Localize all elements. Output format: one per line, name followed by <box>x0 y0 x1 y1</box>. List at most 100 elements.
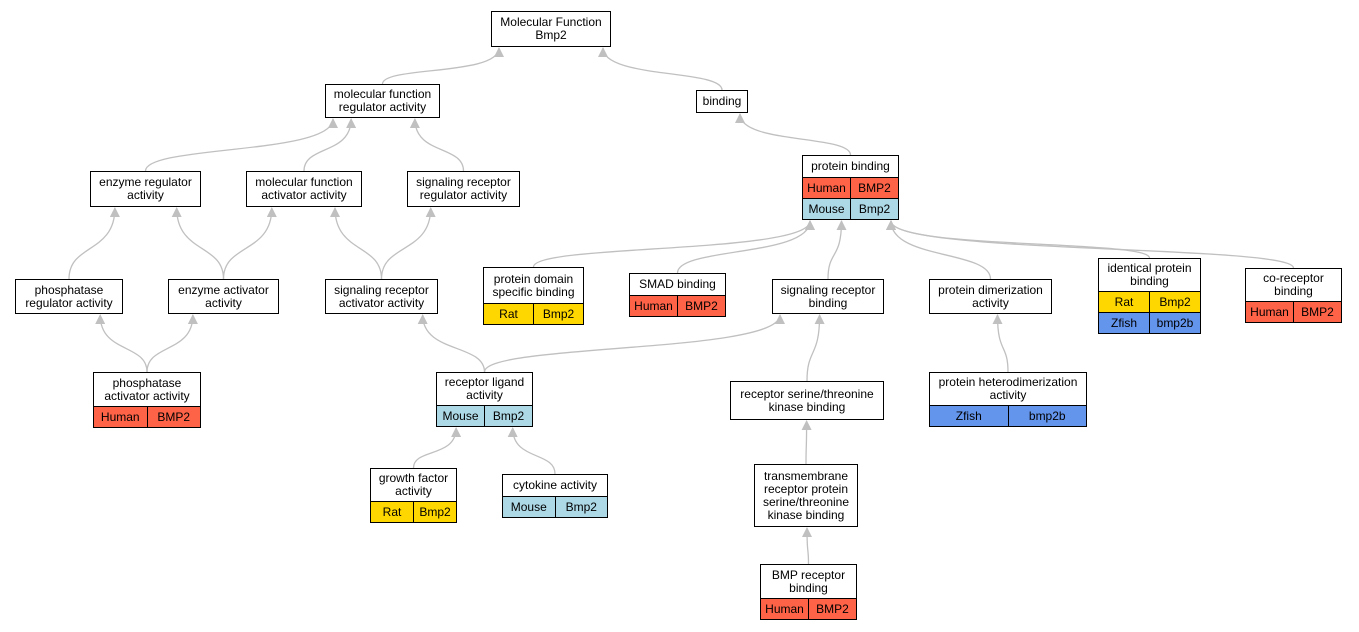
species-cell: Human <box>100 409 140 424</box>
edge-enzyme-activator-to-enzyme-regulator <box>171 207 225 280</box>
edge-growth-factor-to-receptor-ligand <box>412 427 462 469</box>
gene-cell: Bmp2 <box>850 199 898 219</box>
node-root[interactable]: Molecular Function Bmp2 <box>491 11 611 47</box>
node-label: signaling receptor regulator activity <box>416 175 511 202</box>
node-label: molecular function regulator activity <box>333 87 432 114</box>
node-label: receptor ligand activity <box>444 375 525 402</box>
node-label: protein binding <box>811 159 890 173</box>
edge-phosphatase-activator-to-phosphatase-regulator <box>95 314 148 373</box>
node-label: binding <box>702 94 742 108</box>
node-transmembrane[interactable]: transmembrane receptor protein serine/th… <box>754 464 858 527</box>
gene-cell: Bmp2 <box>484 406 532 426</box>
species-cell: Rat <box>1114 294 1134 309</box>
node-label: phosphatase activator activity <box>104 375 190 403</box>
edge-sig-receptor-regulator-to-mf-regulator <box>409 118 465 172</box>
annotation-row: Mouse Bmp2 <box>503 496 607 517</box>
node-enzyme-regulator[interactable]: enzyme regulator activity <box>90 171 201 207</box>
gene-cell: BMP2 <box>146 407 201 427</box>
gene-cell: Bmp2 <box>554 497 608 517</box>
gene-cell: bmp2b <box>1149 313 1200 333</box>
annotation-row: Human BMP2 <box>630 295 725 316</box>
species-cell: Zfish <box>955 408 982 423</box>
node-label: enzyme regulator activity <box>99 175 192 202</box>
node-label: transmembrane receptor protein serine/th… <box>762 468 850 522</box>
node-label: Molecular Function Bmp2 <box>500 15 602 42</box>
edge-coreceptor-to-protein-binding <box>886 220 1295 269</box>
node-mf-activator[interactable]: molecular function activator activity <box>246 171 362 207</box>
node-label: growth factor activity <box>378 471 449 498</box>
gene-cell: Bmp2 <box>1149 292 1200 312</box>
edge-mf-activator-to-mf-regulator <box>303 118 357 172</box>
annotation-row: Mouse Bmp2 <box>437 405 532 426</box>
species-cell: Mouse <box>442 408 479 423</box>
edge-transmembrane-to-serine-kinase <box>801 420 812 465</box>
edge-phosphatase-regulator-to-enzyme-regulator <box>68 207 120 280</box>
edge-bmp-receptor-to-transmembrane <box>802 527 813 565</box>
gene-cell: BMP2 <box>850 178 898 198</box>
node-sig-receptor-activator[interactable]: signaling receptor activator activity <box>325 279 438 314</box>
edge-protein-domain-to-protein-binding <box>532 220 815 268</box>
node-sig-receptor-binding[interactable]: signaling receptor binding <box>772 279 884 314</box>
node-dimerization[interactable]: protein dimerization activity <box>929 279 1052 314</box>
edge-enzyme-regulator-to-mf-regulator <box>144 118 338 172</box>
edge-dimerization-to-protein-binding <box>886 220 992 280</box>
node-label: protein domain specific binding <box>492 271 575 299</box>
node-label: cytokine activity <box>512 478 598 492</box>
node-phosphatase-regulator[interactable]: phosphatase regulator activity <box>15 279 123 314</box>
node-label: molecular function activator activity <box>255 175 353 202</box>
species-cell: Human <box>1250 304 1289 319</box>
node-binding[interactable]: binding <box>696 90 748 113</box>
node-label: phosphatase regulator activity <box>25 282 113 310</box>
species-cell: Human <box>765 601 804 616</box>
edge-heterodimerization-to-dimerization <box>992 314 1009 373</box>
edge-enzyme-activator-to-mf-activator <box>222 207 277 280</box>
species-cell: Human <box>634 298 673 313</box>
node-mf-regulator[interactable]: molecular function regulator activity <box>325 84 440 118</box>
node-label: receptor serine/threonine kinase binding <box>740 386 874 414</box>
edge-sig-receptor-activator-to-sig-receptor-regulator <box>380 207 436 280</box>
node-label: enzyme activator activity <box>178 282 269 310</box>
gene-cell: Bmp2 <box>413 502 456 522</box>
edge-receptor-ligand-to-sig-receptor-activator <box>417 314 486 373</box>
edge-smad-to-protein-binding <box>676 220 815 274</box>
species-cell: Mouse <box>510 499 547 514</box>
node-enzyme-activator[interactable]: enzyme activator activity <box>168 279 279 314</box>
edge-receptor-ligand-to-sig-receptor-binding <box>483 314 785 373</box>
edge-serine-kinase-to-sig-receptor-binding <box>806 314 825 382</box>
node-label: protein heterodimerization activity <box>938 375 1078 402</box>
edge-binding-to-root <box>598 47 723 91</box>
node-label: signaling receptor binding <box>780 282 876 310</box>
node-serine-kinase[interactable]: receptor serine/threonine kinase binding <box>730 381 884 420</box>
species-cell: Zfish <box>1110 315 1137 330</box>
edge-mf-regulator-to-root <box>381 47 504 85</box>
edge-phosphatase-activator-to-enzyme-activator <box>146 314 198 373</box>
edge-identical-to-protein-binding <box>886 220 1151 259</box>
gene-cell: BMP2 <box>677 296 725 316</box>
node-label: co-receptor binding <box>1263 271 1324 298</box>
node-label: identical protein binding <box>1107 261 1192 288</box>
annotation-row: Human BMP2 <box>94 406 200 427</box>
node-label: protein dimerization activity <box>938 282 1043 310</box>
edge-sig-receptor-activator-to-mf-activator <box>330 207 383 280</box>
gene-cell: BMP2 <box>1293 302 1341 322</box>
species-cell: Human <box>807 180 846 195</box>
edge-sig-receptor-binding-to-protein-binding <box>827 220 847 280</box>
species-cell: Rat <box>499 306 518 321</box>
node-sig-receptor-regulator[interactable]: signaling receptor regulator activity <box>407 171 520 207</box>
